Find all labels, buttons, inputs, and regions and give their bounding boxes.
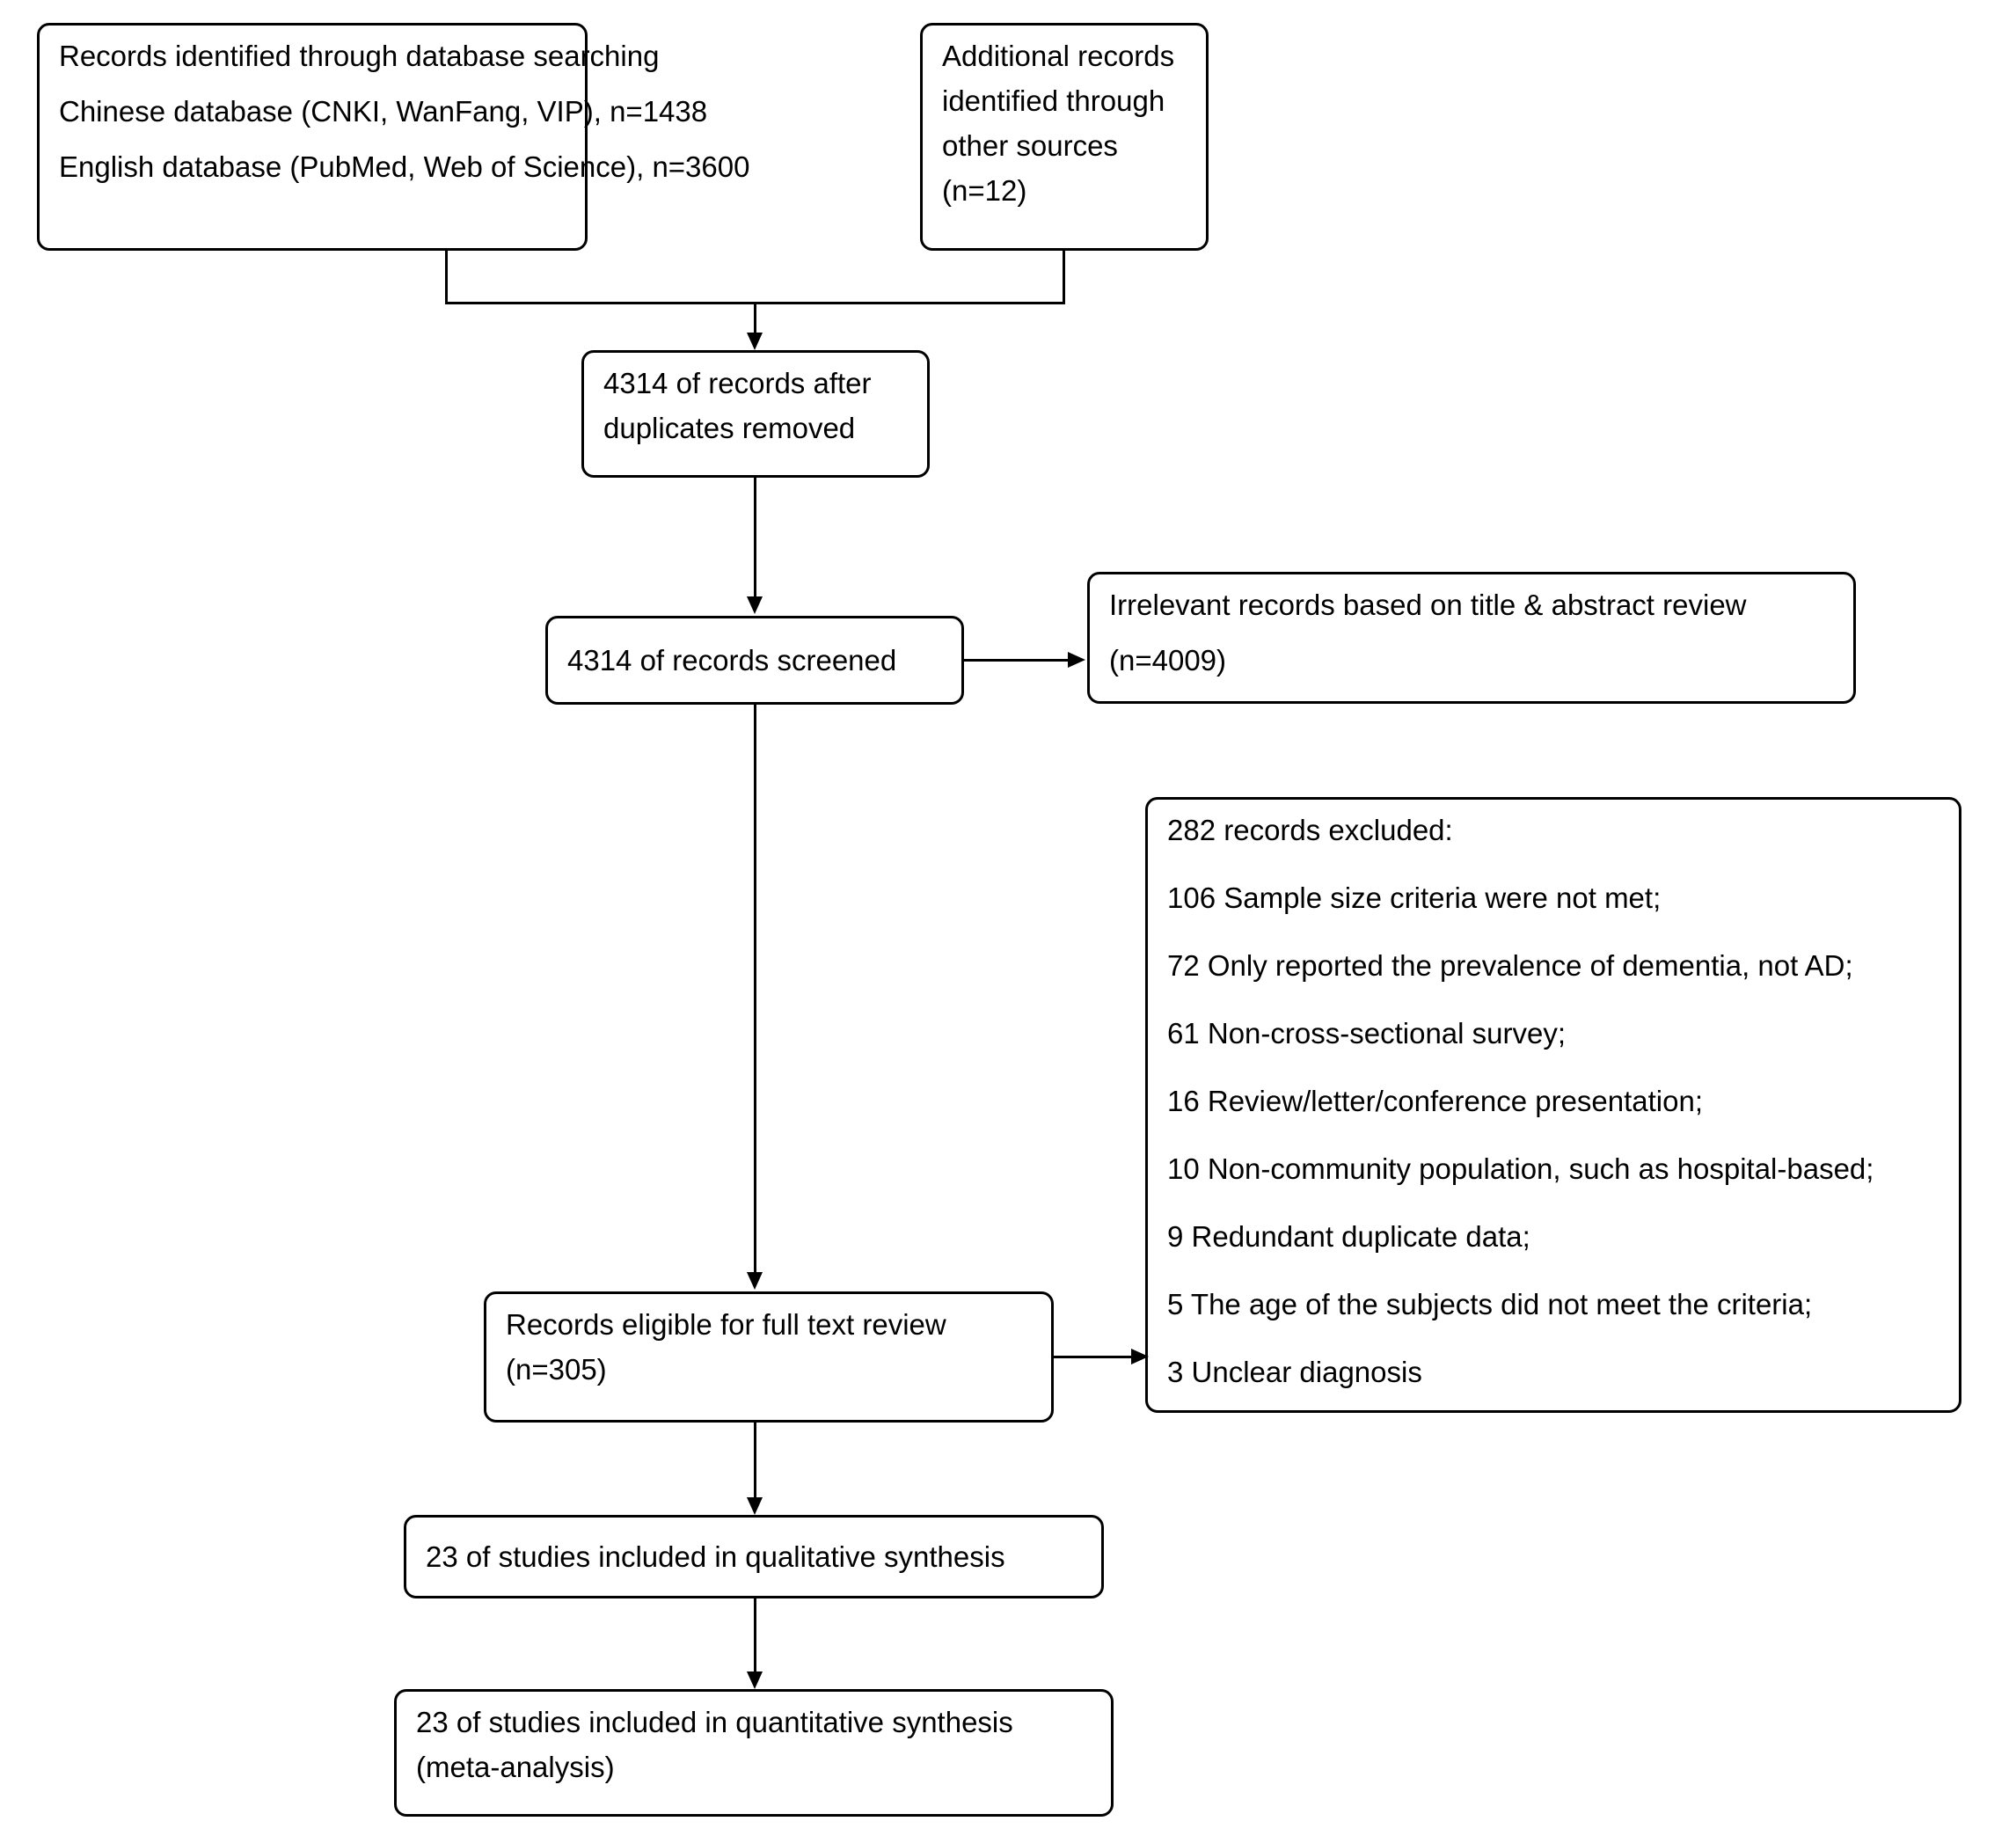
node-line: Additional records [942,40,1175,72]
node-line: 61 Non-cross-sectional survey; [1167,1017,1567,1050]
node-line: 5 The age of the subjects did not meet t… [1167,1288,1813,1320]
node-line: 9 Redundant duplicate data; [1167,1220,1530,1253]
arrowhead-to-irrelevant [1068,652,1085,668]
connector-eligible-to-excluded [1054,1356,1138,1358]
node-line: other sources [942,129,1118,162]
node-line: 23 of studies included in quantitative s… [416,1706,1013,1738]
node-records-after-duplicates-removed: 4314 of records after duplicates removed [581,350,930,478]
node-records-eligible-full-text: Records eligible for full text review (n… [484,1291,1054,1423]
node-line: (n=305) [506,1353,607,1386]
node-quantitative-synthesis: 23 of studies included in quantitative s… [394,1689,1114,1817]
connector-qualitative-to-quantitative [754,1598,756,1676]
connector-eligible-to-qualitative [754,1423,756,1500]
node-line: (n=4009) [1109,644,1227,677]
node-line: 4314 of records after [603,367,872,399]
node-records-screened: 4314 of records screened [545,616,964,705]
node-line: (n=12) [942,174,1027,207]
connector-other-down [1063,251,1065,302]
connector-screened-to-irrelevant [964,659,1070,662]
node-line: 4314 of records screened [567,644,897,677]
node-line: 72 Only reported the prevalence of demen… [1167,949,1853,982]
node-irrelevant-records: Irrelevant records based on title & abst… [1087,572,1856,704]
node-records-identified-database: Records identified through database sear… [37,23,750,251]
node-line: Records identified through database sear… [59,40,660,72]
arrowhead-to-qualitative [747,1497,763,1515]
node-line: 23 of studies included in qualitative sy… [426,1540,1005,1573]
node-qualitative-synthesis: 23 of studies included in qualitative sy… [404,1515,1104,1598]
node-line: duplicates removed [603,412,856,444]
node-line: Records eligible for full text review [506,1308,946,1341]
arrowhead-to-screened [747,596,763,614]
node-line: identified through [942,84,1165,117]
node-line: Chinese database (CNKI, WanFang, VIP), n… [59,95,708,128]
arrowhead-to-quantitative [747,1671,763,1689]
connector-screened-to-eligible [754,705,756,1275]
node-line: 10 Non-community population, such as hos… [1167,1152,1874,1185]
connector-duplicates-to-screened [754,478,756,599]
node-line: (meta-analysis) [416,1751,615,1783]
node-line: English database (PubMed, Web of Science… [59,150,750,183]
arrowhead-to-excluded [1131,1349,1149,1364]
node-line: Irrelevant records based on title & abst… [1109,589,1747,621]
node-line: 282 records excluded: [1167,814,1453,846]
node-additional-records-other-sources: Additional records identified through ot… [920,23,1209,251]
node-line: 16 Review/letter/conference presentation… [1167,1085,1704,1117]
connector-db-down [445,251,448,302]
node-line: 106 Sample size criteria were not met; [1167,881,1662,914]
arrowhead-to-duplicates [747,333,763,350]
node-records-excluded-detail: 282 records excluded: 106 Sample size cr… [1145,797,1961,1413]
connector-merge-to-duplicates [754,302,756,337]
node-line: 3 Unclear diagnosis [1167,1356,1422,1388]
arrowhead-to-eligible [747,1272,763,1290]
